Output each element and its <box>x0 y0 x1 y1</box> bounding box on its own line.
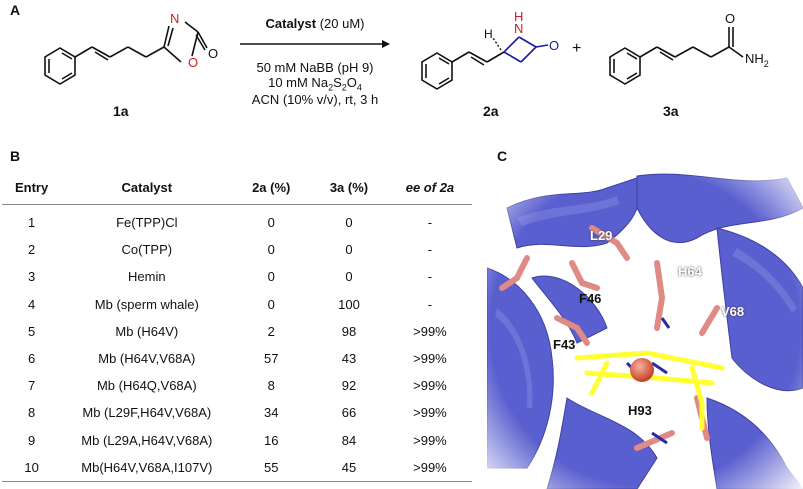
cell-entry: 2 <box>27 242 36 258</box>
cell-ee: - <box>427 242 433 258</box>
cell-catalyst: Mb (H64Q,V68A) <box>96 378 197 394</box>
cell-2a: 0 <box>267 242 275 258</box>
atom-nh2-3a: NH2 <box>745 51 769 69</box>
table-row: 3 Hemin 0 0 - <box>2 263 472 290</box>
header-entry: Entry <box>2 176 62 205</box>
label-f46: F46 <box>579 291 602 306</box>
atom-o-2a: O <box>549 38 559 53</box>
label-l29: L29 <box>590 228 613 243</box>
cell-catalyst: Mb (H64V,V68A) <box>98 351 196 367</box>
table-body: 1 Fe(TPP)Cl 0 0 - 2 Co(TPP) 0 0 - 3 Hemin 0 0 - 4 Mb (sp… <box>2 205 472 482</box>
cell-catalyst: Mb(H64V,V68A,I107V) <box>61 453 233 482</box>
table-row: 1 Fe(TPP)Cl 0 0 - <box>2 205 472 237</box>
cell-3a: 0 <box>345 242 353 258</box>
cell-3a: 100 <box>338 296 360 312</box>
cell-3a: 43 <box>341 351 357 367</box>
cell-catalyst: Hemin <box>128 269 166 285</box>
cell-catalyst: Fe(TPP)Cl <box>116 215 178 231</box>
catalyst-label: Catalyst <box>265 16 317 31</box>
cell-ee: >99% <box>413 351 447 367</box>
cell-2a: 0 <box>267 296 275 312</box>
header-3a: 3a (%) <box>310 176 388 205</box>
cell-entry: 1 <box>27 215 36 231</box>
panel-label-b: B <box>10 148 21 164</box>
cell-catalyst: Mb (L29A,H64V,V68A) <box>81 432 213 448</box>
atom-o-ring-1a: O <box>188 55 198 70</box>
cell-ee: - <box>427 296 433 312</box>
cell-catalyst: Co(TPP) <box>121 242 173 258</box>
conditions-catalyst: Catalyst (20 uM) <box>240 16 390 31</box>
cell-entry: 7 <box>27 378 36 394</box>
cell-2a: 16 <box>263 432 279 448</box>
compound-label-1a: 1a <box>113 103 129 119</box>
cell-entry: 4 <box>27 296 36 312</box>
cell-2a: 0 <box>267 269 275 285</box>
cell-2a: 55 <box>232 453 311 482</box>
cell-entry: 9 <box>27 432 36 448</box>
catalyst-conc: (20 uM) <box>316 16 365 31</box>
table-row: 6 Mb (H64V,V68A) 57 43 >99% <box>2 345 472 372</box>
header-ee: ee of 2a <box>387 176 472 205</box>
cell-catalyst: Mb (H64V) <box>115 323 179 339</box>
cell-entry: 6 <box>27 351 36 367</box>
atom-n-1a: N <box>170 11 179 26</box>
atom-o-carbonyl-1a: O <box>208 46 218 61</box>
cell-ee: >99% <box>413 432 447 448</box>
cell-catalyst: Mb (L29F,H64V,V68A) <box>82 405 212 421</box>
cell-2a: 2 <box>267 323 275 339</box>
table-row: 5 Mb (H64V) 2 98 >99% <box>2 318 472 345</box>
cell-3a: 0 <box>345 269 353 285</box>
results-table: Entry Catalyst 2a (%) 3a (%) ee of 2a 1 F… <box>2 176 472 482</box>
cell-3a: 45 <box>310 453 388 482</box>
compound-label-2a: 2a <box>483 103 499 119</box>
cell-2a: 57 <box>263 351 279 367</box>
cell-entry: 3 <box>27 269 36 285</box>
conditions-line2: 10 mM Na2S2O4 <box>268 75 362 93</box>
table-row: 8 Mb (L29F,H64V,V68A) 34 66 >99% <box>2 399 472 426</box>
cell-ee: >99% <box>413 378 447 394</box>
label-f43: F43 <box>553 337 576 352</box>
header-catalyst: Catalyst <box>61 176 233 205</box>
cell-3a: 84 <box>341 432 357 448</box>
protein-structure <box>487 168 803 489</box>
table-row: 2 Co(TPP) 0 0 - <box>2 236 472 263</box>
panel-label-c: C <box>497 148 508 164</box>
cell-3a: 0 <box>345 215 353 231</box>
cell-ee: - <box>427 215 433 231</box>
panel-label-a: A <box>10 2 21 18</box>
cell-2a: 0 <box>267 215 275 231</box>
atom-o-3a: O <box>725 11 735 26</box>
label-v68: V68 <box>721 304 745 319</box>
cell-ee: >99% <box>413 405 447 421</box>
atom-nh-2a-h: H <box>514 9 523 24</box>
reaction-scheme: N O O N H O H O NH2 <box>44 9 769 90</box>
conditions-line1: 50 mM NaBB (pH 9) <box>256 60 374 75</box>
atom-nh-2a-n: N <box>514 21 523 36</box>
cell-ee: >99% <box>413 323 447 339</box>
table-row: 4 Mb (sperm whale) 0 100 - <box>2 291 472 318</box>
header-2a: 2a (%) <box>232 176 311 205</box>
cell-3a: 98 <box>341 323 357 339</box>
atom-h-2a: H <box>484 27 493 41</box>
plus-sign: + <box>572 40 582 57</box>
cell-entry: 5 <box>27 323 36 339</box>
conditions-line3: ACN (10% v/v), rt, 3 h <box>251 92 379 107</box>
compound-label-3a: 3a <box>663 103 679 119</box>
table-header-row: Entry Catalyst 2a (%) 3a (%) ee of 2a <box>2 176 472 205</box>
cell-3a: 66 <box>341 405 357 421</box>
table-row: 9 Mb (L29A,H64V,V68A) 16 84 >99% <box>2 427 472 454</box>
cell-entry: 8 <box>27 405 36 421</box>
cell-2a: 34 <box>263 405 279 421</box>
cell-catalyst: Mb (sperm whale) <box>94 296 199 312</box>
cell-3a: 92 <box>341 378 357 394</box>
label-h64: H64 <box>678 264 702 279</box>
cell-entry: 10 <box>2 453 62 482</box>
cell-2a: 8 <box>267 378 275 394</box>
cell-ee: >99% <box>387 453 472 482</box>
cell-ee: - <box>427 269 433 285</box>
table-row: 7 Mb (H64Q,V68A) 8 92 >99% <box>2 372 472 399</box>
label-h93: H93 <box>628 403 652 418</box>
